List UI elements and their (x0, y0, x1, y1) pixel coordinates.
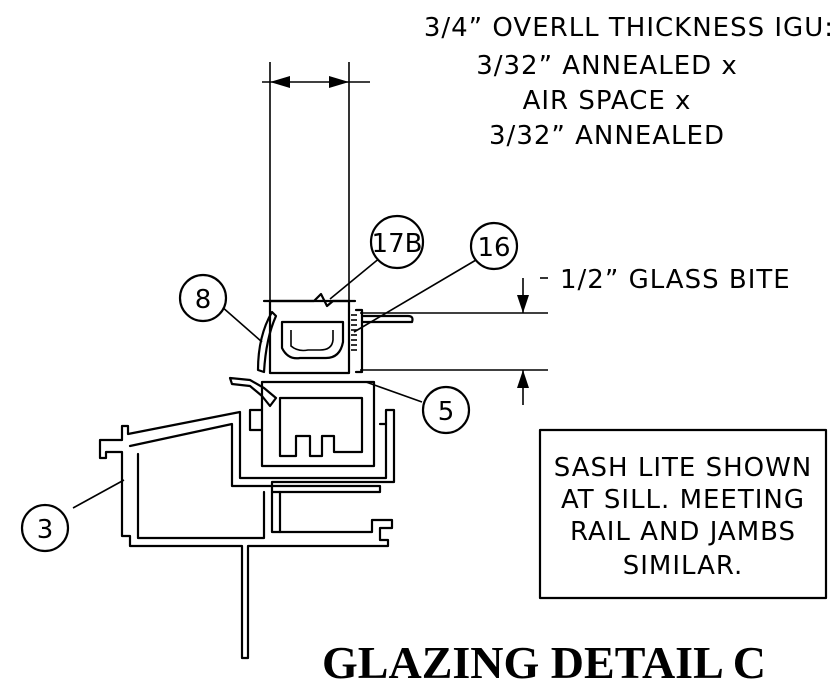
note-line-4: SIMILAR. (623, 551, 744, 581)
sealant-hatch (351, 314, 357, 351)
note-line-1: SASH LITE SHOWN (554, 453, 813, 483)
note-line-2: AT SILL. MEETING (561, 485, 805, 515)
svg-text:17B: 17B (372, 229, 423, 259)
callout-5: 5 (421, 385, 471, 435)
igu-glass (262, 292, 357, 375)
sash-profile (248, 380, 376, 468)
note-line-3: RAIL AND JAMBS (570, 517, 796, 547)
svg-text:5: 5 (438, 397, 455, 427)
header-note: 3/4” OVERLL THICKNESS IGU: 3/32” ANNEALE… (424, 13, 834, 151)
header-note-line-1: 3/4” OVERLL THICKNESS IGU: (424, 13, 834, 43)
svg-text:8: 8 (195, 285, 212, 315)
header-note-line-3: AIR SPACE x (523, 86, 692, 116)
callout-8: 8 (178, 273, 228, 323)
glass-bite-label: 1/2” GLASS BITE (560, 265, 791, 295)
callout-3: 3 (20, 503, 70, 553)
callout-leaders (72, 256, 477, 509)
svg-text:16: 16 (477, 233, 510, 263)
note-box: SASH LITE SHOWN AT SILL. MEETING RAIL AN… (538, 428, 828, 600)
glazing-stop (354, 308, 414, 374)
igu-thickness-dimension (262, 62, 370, 300)
header-note-line-4: 3/32” ANNEALED (489, 121, 725, 151)
svg-text:3: 3 (37, 515, 54, 545)
frame-profile (98, 408, 396, 660)
header-note-line-2: 3/32” ANNEALED x (476, 51, 738, 81)
callout-17b: 17B (369, 214, 425, 270)
callout-16: 16 (469, 221, 519, 271)
detail-title: GLAZING DETAIL C (322, 637, 766, 688)
glass-bite-dimension: 1/2” GLASS BITE (360, 265, 791, 405)
